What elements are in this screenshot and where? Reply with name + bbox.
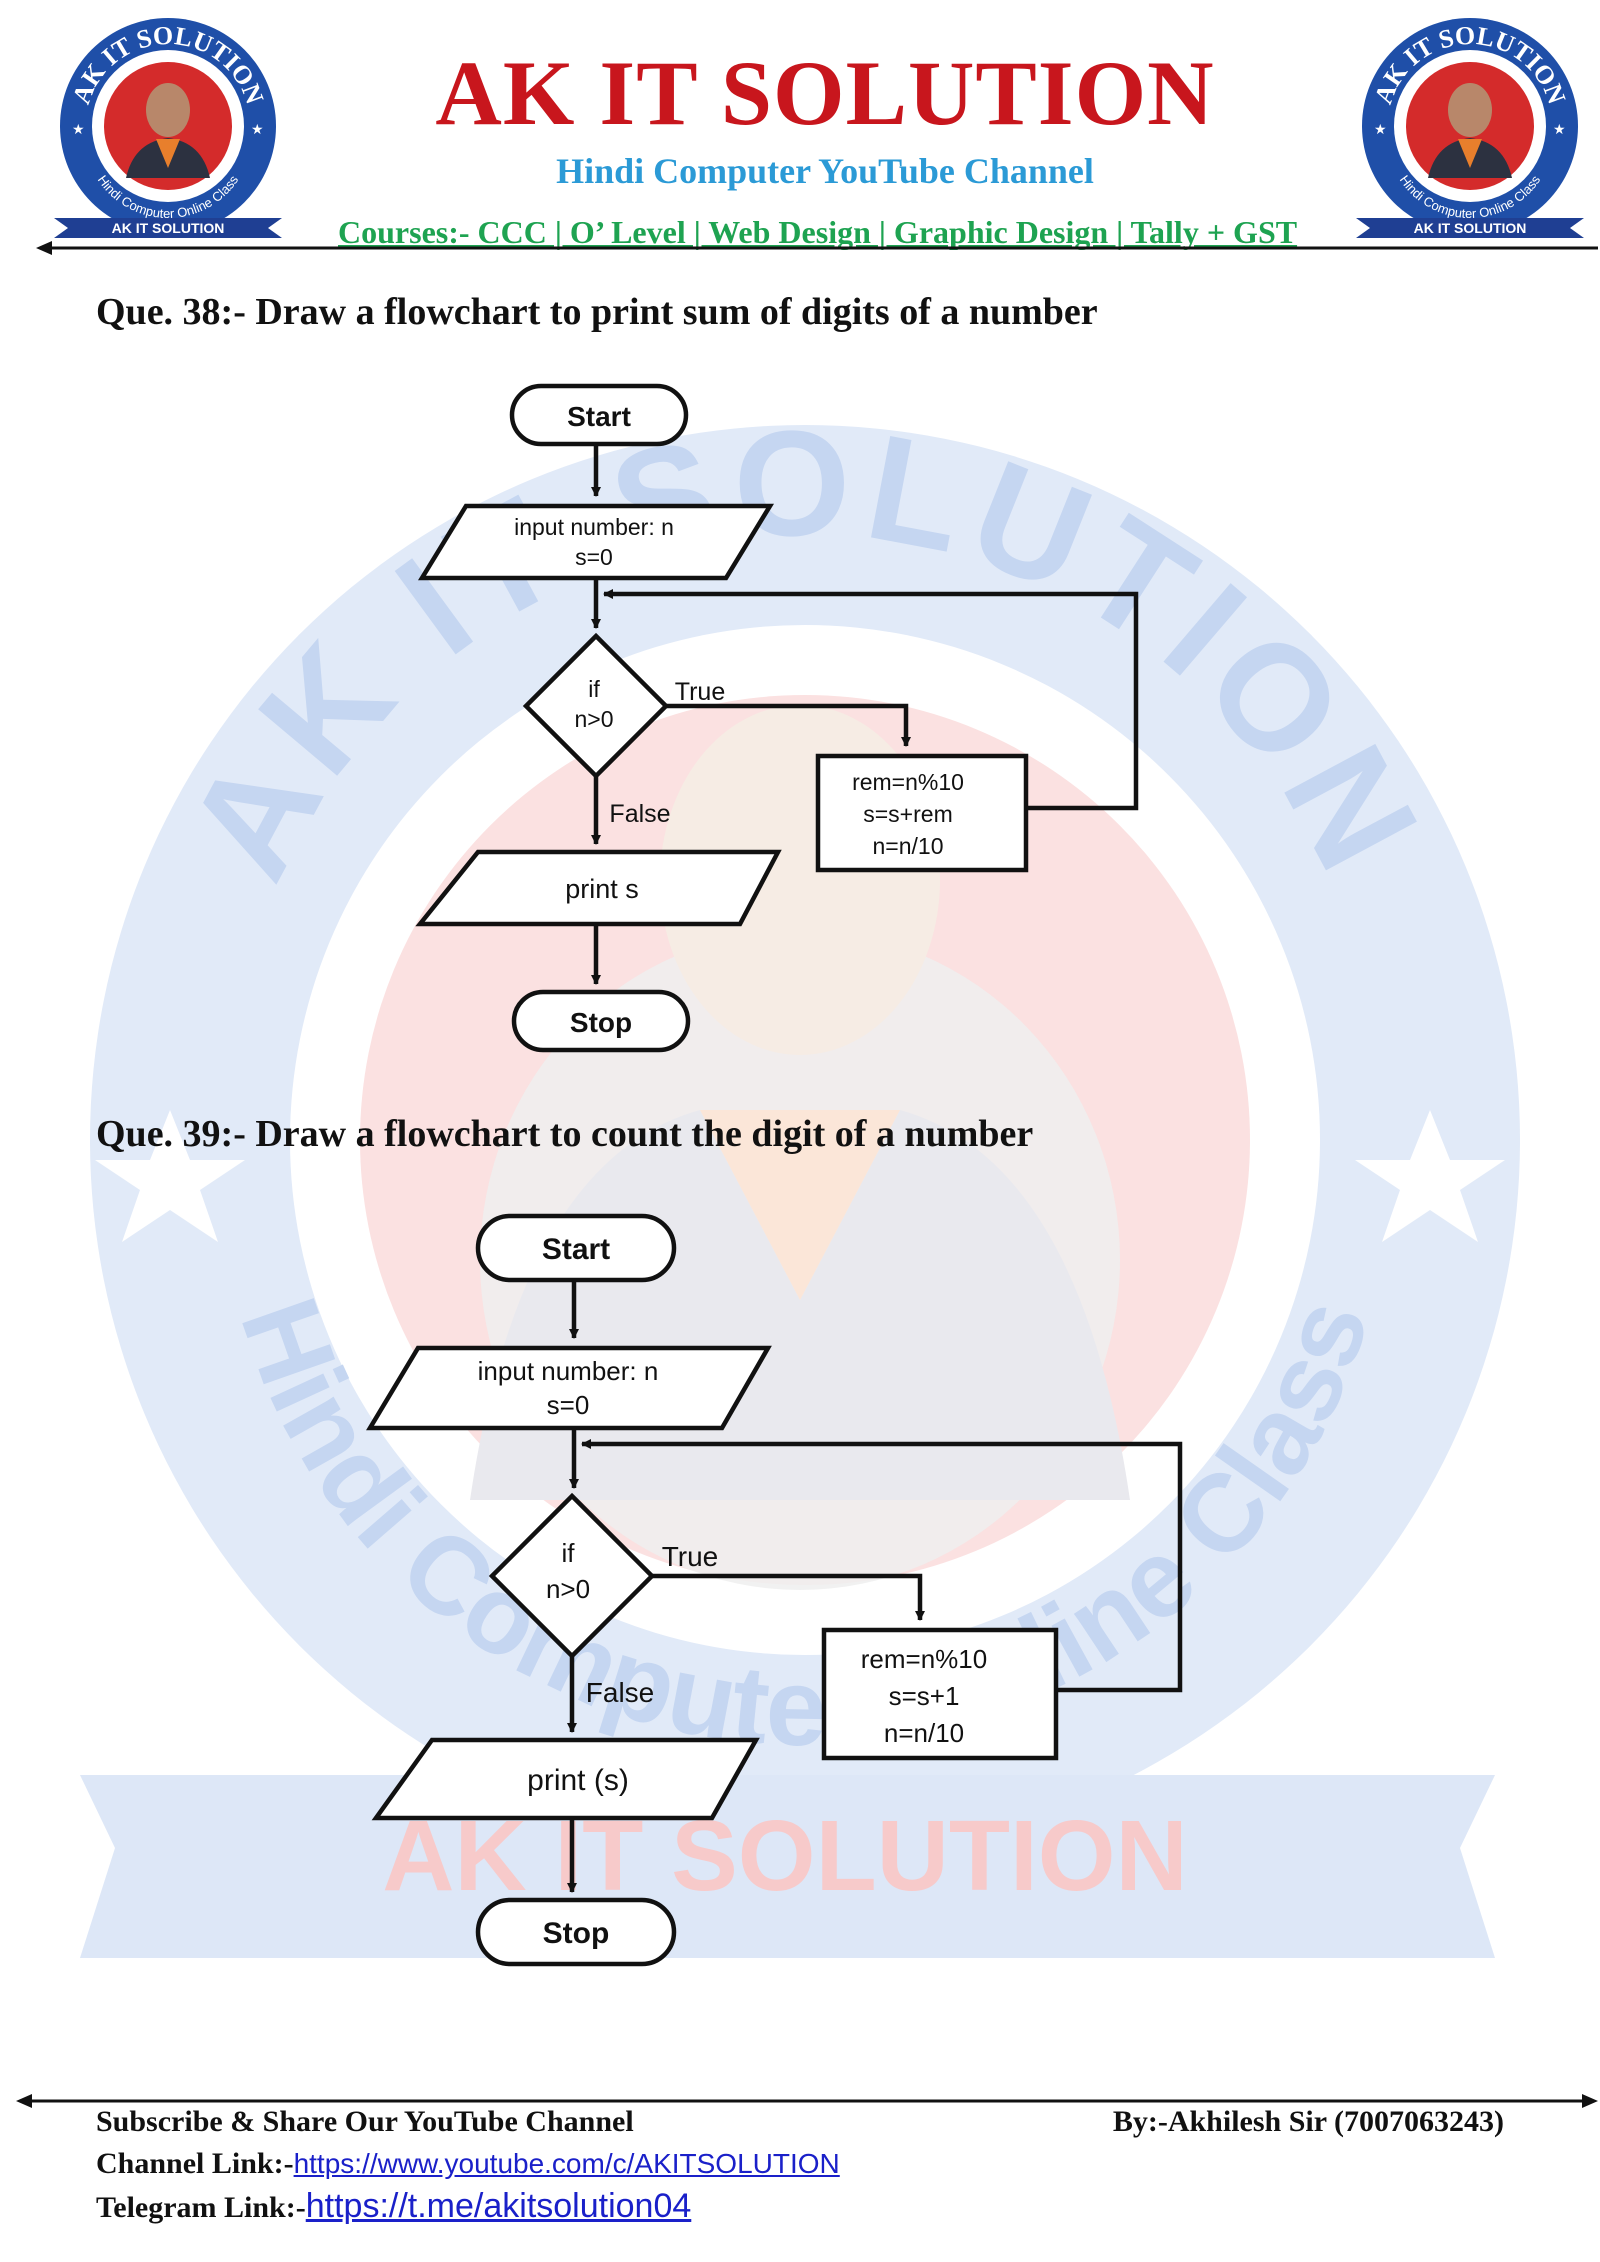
process-box xyxy=(821,1627,1059,1761)
flowchart-sum-of-digits: Start input number: n s=0 if n>0 True Fa… xyxy=(415,383,1139,1053)
arrow-loop-back xyxy=(581,1439,1183,1693)
input-box xyxy=(366,1345,772,1431)
watermark-star-right-icon xyxy=(1355,1110,1505,1242)
input-label-line1: input number: n xyxy=(478,1356,659,1386)
stop-label: Stop xyxy=(543,1917,610,1950)
output-box xyxy=(415,849,782,927)
page-subtitle: Hindi Computer YouTube Channel xyxy=(556,151,1094,191)
process-label-line1: rem=n%10 xyxy=(852,769,964,795)
watermark-banner xyxy=(80,1775,1495,1958)
process-label-line3: n=n/10 xyxy=(873,833,944,859)
watermark-star-left-icon xyxy=(95,1110,245,1242)
flowchart-count-digits: Start input number: n s=0 if n>0 True Fa… xyxy=(366,1213,1183,1967)
start-label: Start xyxy=(567,401,631,432)
decision-label-line2: n>0 xyxy=(546,1574,590,1604)
stop-label: Stop xyxy=(570,1007,632,1038)
arrow-true-branch xyxy=(652,1573,925,1621)
svg-text:AK IT SOLUTION: AK IT SOLUTION xyxy=(112,220,225,236)
input-box xyxy=(417,503,775,581)
footer-divider xyxy=(16,2094,1598,2108)
courses-list: Courses:- CCC | O’ Level | Web Design | … xyxy=(338,214,1298,250)
output-label: print (s) xyxy=(527,1764,629,1797)
process-label-line3: n=n/10 xyxy=(884,1718,964,1748)
svg-text:AK IT SOLUTION: AK IT SOLUTION xyxy=(1414,220,1527,236)
process-label-line2: s=s+1 xyxy=(889,1681,960,1711)
false-label: False xyxy=(609,800,670,828)
page-title: AK IT SOLUTION xyxy=(435,42,1215,144)
input-label-line1: input number: n xyxy=(514,514,674,540)
input-label-line2: s=0 xyxy=(547,1390,590,1420)
true-label: True xyxy=(675,678,725,706)
footer-subscribe-text: Subscribe & Share Our YouTube Channel xyxy=(96,2105,634,2138)
arrow-true-branch xyxy=(666,703,911,747)
logo-star-icon: ★ xyxy=(72,123,85,138)
footer-author: By:-Akhilesh Sir (7007063243) xyxy=(1112,2105,1504,2138)
output-box xyxy=(371,1737,760,1821)
logo-star-icon: ★ xyxy=(1553,123,1566,138)
channel-logo-left: AK IT SOLUTION Hindi Computer Online Cla… xyxy=(54,18,282,238)
process-label-line1: rem=n%10 xyxy=(861,1644,987,1674)
process-box xyxy=(815,753,1029,873)
telegram-link-label: Telegram Link:- xyxy=(96,2191,306,2224)
watermark-portrait-shirt xyxy=(700,1110,900,1300)
start-terminal xyxy=(509,383,689,447)
decision-label-line2: n>0 xyxy=(574,706,613,732)
footer-channel-link-row: Channel Link:-https://www.youtube.com/c/… xyxy=(96,2147,840,2181)
question-39-heading: Que. 39:- Draw a flowchart to count the … xyxy=(96,1113,1034,1155)
process-label-line2: s=s+rem xyxy=(863,801,952,827)
true-label: True xyxy=(662,1541,719,1572)
channel-logo-right: AK IT SOLUTION Hindi Computer Online Cla… xyxy=(1356,18,1584,238)
decision-label-line1: if xyxy=(562,1538,576,1568)
input-label-line2: s=0 xyxy=(575,544,613,570)
stop-terminal xyxy=(511,989,691,1053)
output-label: print s xyxy=(565,874,639,904)
start-label: Start xyxy=(542,1233,610,1266)
decision-label-line1: if xyxy=(588,676,600,702)
stop-terminal xyxy=(475,1897,677,1967)
false-label: False xyxy=(586,1677,654,1708)
channel-link-label: Channel Link:- xyxy=(96,2147,294,2180)
logo-star-icon: ★ xyxy=(1374,123,1387,138)
youtube-channel-link[interactable]: https://www.youtube.com/c/AKITSOLUTION xyxy=(293,2148,840,2179)
telegram-link[interactable]: https://t.me/akitsolution04 xyxy=(305,2187,692,2225)
arrow-loop-back xyxy=(603,589,1139,811)
logo-star-icon: ★ xyxy=(251,123,264,138)
header-divider xyxy=(36,241,1598,255)
question-38-heading: Que. 38:- Draw a flowchart to print sum … xyxy=(96,291,1098,333)
footer-telegram-link-row: Telegram Link:-https://t.me/akitsolution… xyxy=(96,2187,691,2226)
